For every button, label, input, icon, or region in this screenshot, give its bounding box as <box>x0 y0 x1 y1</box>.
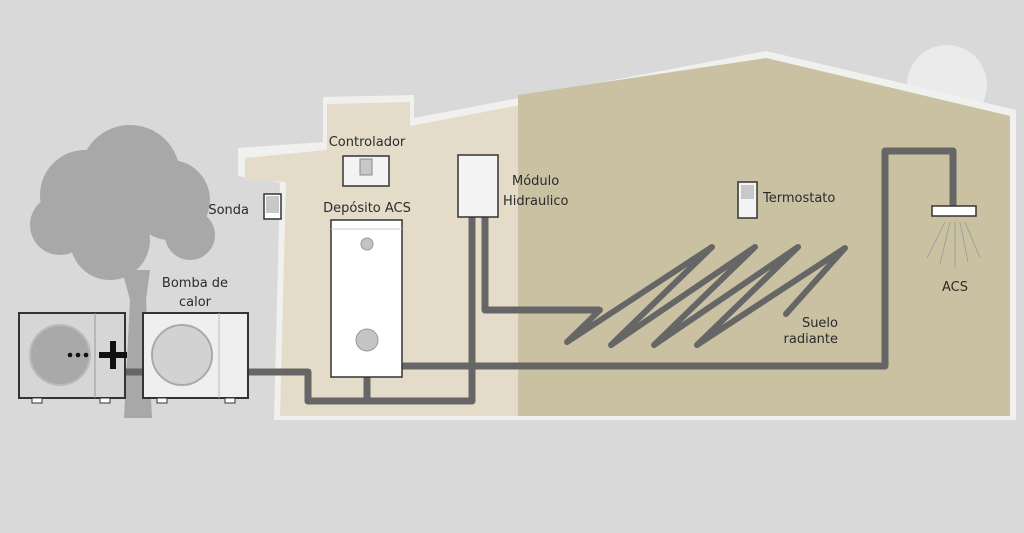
underfloor-heating-coil <box>564 244 848 348</box>
dhw-tank-icon <box>330 219 403 378</box>
plus-icon <box>67 341 127 369</box>
hydraulic-module-icon <box>457 154 499 218</box>
probe-screen <box>266 196 279 213</box>
shower-outlet-icon <box>926 205 981 268</box>
thermostat-screen <box>741 185 754 199</box>
heat-pump-label-line2: calor <box>179 295 212 310</box>
hydraulic-module-label-line2: Hidraulico <box>503 194 569 209</box>
pipe-heatpump-return <box>248 217 476 405</box>
dhw-tank-label: Depósito ACS <box>323 201 411 216</box>
underfloor-label-line2: radiante <box>784 332 838 347</box>
controller-label: Controlador <box>329 135 406 150</box>
heat-pump-unit-2 <box>142 312 249 404</box>
pipe-main-supply <box>402 147 957 370</box>
tree-icon <box>30 125 215 418</box>
thermostat-label: Termostato <box>762 191 835 206</box>
pipe-module-floor <box>481 217 600 314</box>
heat-pump-label-line1: Bomba de <box>162 276 228 291</box>
dhw-outlet-label: ACS <box>942 280 968 295</box>
underfloor-label-line1: Suelo <box>802 316 838 331</box>
probe-label: Sonda <box>208 203 249 218</box>
hydraulic-module-label-line1: Módulo <box>512 174 559 189</box>
controller-screen <box>359 158 373 176</box>
